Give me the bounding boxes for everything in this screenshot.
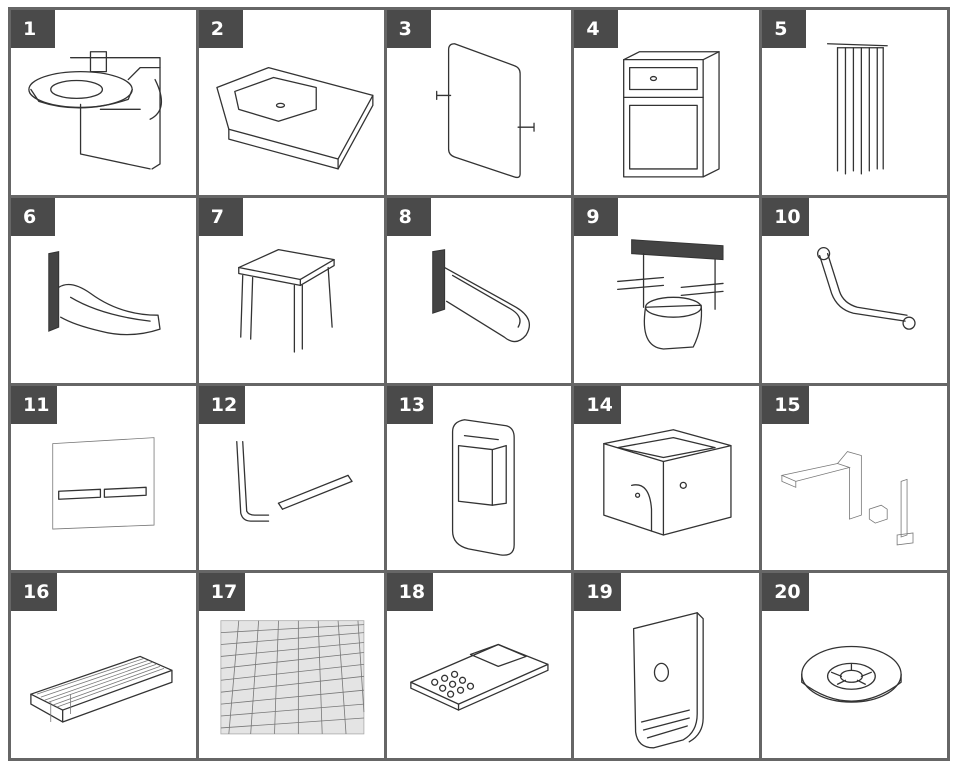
item-number-badge: 2 xyxy=(198,10,243,48)
item-number-badge: 15 xyxy=(762,385,809,424)
cabinet-icon xyxy=(574,10,759,195)
grid-cell-11[interactable]: 11 xyxy=(11,385,196,571)
grid-cell-4[interactable]: 4 xyxy=(574,10,760,195)
shower-drain-channel-icon xyxy=(11,573,196,758)
item-number-badge: 8 xyxy=(386,197,431,236)
grid-cell-18[interactable]: 18 xyxy=(386,573,572,758)
grid-cell-19[interactable]: 19 xyxy=(574,573,760,758)
item-number-badge: 10 xyxy=(762,197,809,236)
item-number-badge: 1 xyxy=(11,10,55,48)
grid-cell-3[interactable]: 3 xyxy=(386,10,572,195)
tilting-mirror-icon xyxy=(387,10,572,195)
grid-cell-6[interactable]: 6 xyxy=(11,197,196,383)
item-number-badge: 19 xyxy=(574,573,621,612)
adjustable-toilet-support-icon xyxy=(574,198,759,383)
item-number-badge: 17 xyxy=(198,573,246,612)
item-number-badge: 7 xyxy=(198,197,243,236)
item-number-badge: 14 xyxy=(574,385,621,424)
grid-cell-5[interactable]: 5 xyxy=(762,10,947,195)
grid-cell-7[interactable]: 7 xyxy=(198,197,384,383)
height-adjustable-washbasin-icon xyxy=(11,10,196,195)
hand-dryer-icon xyxy=(574,573,759,758)
grid-cell-20[interactable]: 20 xyxy=(762,573,947,758)
grid-cell-8[interactable]: 8 xyxy=(386,197,572,383)
bath-faucet-set-icon xyxy=(762,386,947,571)
ceiling-sensor-icon xyxy=(762,573,947,758)
item-number-badge: 16 xyxy=(11,573,58,612)
grab-rails-icon xyxy=(199,386,384,571)
shower-curtain-icon xyxy=(762,10,947,195)
floor-grating-icon xyxy=(199,573,384,758)
item-number-badge: 11 xyxy=(11,385,58,424)
grid-cell-10[interactable]: 10 xyxy=(762,197,947,383)
item-number-badge: 13 xyxy=(386,385,434,424)
folding-grab-bar-icon xyxy=(387,198,572,383)
grid-cell-12[interactable]: 12 xyxy=(198,385,384,571)
grid-cell-17[interactable]: 17 xyxy=(198,573,384,758)
grid-cell-15[interactable]: 15 xyxy=(762,385,947,571)
grid-cell-1[interactable]: 1 xyxy=(11,10,196,195)
grid-cell-16[interactable]: 16 xyxy=(11,573,196,758)
item-number-badge: 6 xyxy=(11,197,55,236)
product-grid: 1 2 3 xyxy=(8,7,950,761)
item-number-badge: 3 xyxy=(386,10,431,48)
angled-grab-bar-icon xyxy=(762,198,947,383)
grid-cell-9[interactable]: 9 xyxy=(574,197,760,383)
item-number-badge: 20 xyxy=(762,573,809,612)
item-number-badge: 9 xyxy=(574,197,619,236)
folding-shower-seat-icon xyxy=(11,198,196,383)
item-number-badge: 12 xyxy=(198,385,246,424)
flush-plate-icon xyxy=(11,386,196,571)
grid-cell-2[interactable]: 2 xyxy=(198,10,384,195)
item-number-badge: 4 xyxy=(574,10,619,48)
walk-in-bathtub-icon xyxy=(574,386,759,571)
grid-cell-14[interactable]: 14 xyxy=(574,385,760,571)
item-number-badge: 5 xyxy=(762,10,807,48)
item-number-badge: 18 xyxy=(386,573,434,612)
wall-unit-icon xyxy=(387,386,572,571)
control-keypad-icon xyxy=(387,573,572,758)
washbasin-icon xyxy=(199,10,384,195)
grid-cell-13[interactable]: 13 xyxy=(386,385,572,571)
shower-stool-icon xyxy=(199,198,384,383)
